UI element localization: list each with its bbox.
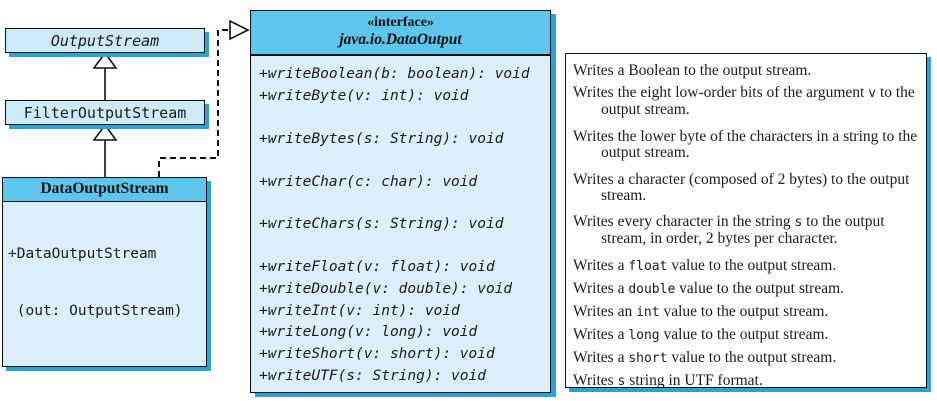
- constructor-list: +DataOutputStream (out: OutputStream): [3, 202, 206, 366]
- interface-method: +writeLong(v: long): void: [259, 324, 478, 340]
- code-token: v: [868, 86, 877, 101]
- code-token: short: [628, 351, 668, 366]
- description-item: Writes a short value to the output strea…: [566, 350, 926, 367]
- description-item: Writes a Boolean to the output stream.: [566, 63, 926, 79]
- description-text: value to the output stream.: [667, 257, 837, 274]
- description-text: value to the output stream.: [659, 326, 829, 343]
- description-text: value to the output stream.: [667, 349, 837, 366]
- description-text: Writes a Boolean to the output stream.: [573, 62, 812, 79]
- interface-method: +writeBytes(s: String): void: [259, 131, 504, 147]
- interface-method: +writeShort(v: short): void: [259, 346, 495, 362]
- interface-stereotype: «interface»: [367, 15, 434, 30]
- description-item: Writes a float value to the output strea…: [566, 258, 926, 275]
- description-item: Writes every character in the string s t…: [566, 214, 926, 247]
- description-text: Writes: [573, 372, 618, 388]
- description-text: Writes a: [573, 326, 629, 343]
- class-name-label: OutputStream: [50, 31, 160, 50]
- interface-method: +writeByte(v: int): void: [259, 88, 469, 104]
- code-token: s: [617, 374, 626, 388]
- code-token: long: [628, 328, 660, 343]
- description-item: Writes a character (composed of 2 bytes)…: [566, 172, 926, 204]
- description-item: Writes the lower byte of the characters …: [566, 129, 926, 161]
- description-text: Writes an: [573, 303, 637, 320]
- generalization-arrow-icon: [92, 123, 118, 141]
- interface-method: +writeChars(s: String): void: [259, 216, 504, 232]
- class-name-header: DataOutputStream: [3, 178, 206, 202]
- class-box-filteroutputstream: FilterOutputStream: [5, 100, 205, 125]
- description-text: Writes the lower byte of the characters …: [573, 128, 918, 161]
- description-item: Writes s string in UTF format.: [566, 373, 926, 388]
- interface-method: +writeFloat(v: float): void: [259, 259, 495, 275]
- description-text: Writes a: [573, 349, 629, 366]
- class-name-label: FilterOutputStream: [23, 103, 187, 122]
- description-item: Writes a double value to the output stre…: [566, 281, 926, 298]
- class-box-dataoutputstream: DataOutputStream +DataOutputStream (out:…: [2, 177, 207, 367]
- description-text: string in UTF format.: [625, 372, 763, 388]
- interface-method: +writeChar(c: char): void: [259, 174, 478, 190]
- interface-box: «interface» java.io.DataOutput +writeBoo…: [250, 10, 551, 393]
- description-text: value to the output stream.: [675, 280, 845, 297]
- interface-method: +writeDouble(v: double): void: [259, 281, 513, 297]
- code-token: double: [628, 282, 676, 297]
- description-text: Writes a character (composed of 2 bytes)…: [573, 171, 910, 204]
- interface-header: «interface» java.io.DataOutput: [251, 11, 550, 56]
- interface-method: +writeBoolean(b: boolean): void: [259, 66, 530, 82]
- description-text: to the output stream, in order, 2 bytes …: [601, 213, 885, 247]
- interface-method-list: +writeBoolean(b: boolean): void +writeByt…: [251, 56, 550, 392]
- description-item: Writes the eight low-order bits of the a…: [566, 85, 926, 118]
- description-item: Writes an int value to the output stream…: [566, 304, 926, 321]
- constructor-line: (out: OutputStream): [8, 303, 183, 319]
- description-item: Writes a long value to the output stream…: [566, 327, 926, 344]
- code-token: s: [794, 215, 803, 230]
- interface-name: java.io.DataOutput: [339, 31, 462, 48]
- interface-method: +writeInt(v: int): void: [259, 303, 460, 319]
- description-text: Writes the eight low-order bits of the a…: [573, 84, 869, 101]
- code-token: float: [628, 259, 668, 274]
- constructor-line: +DataOutputStream: [8, 246, 157, 262]
- description-text: to the output stream.: [601, 84, 915, 118]
- interface-method: +writeUTF(s: String): void: [259, 368, 486, 384]
- description-text: Writes a: [573, 257, 629, 274]
- description-text: Writes a: [573, 280, 629, 297]
- realization-arrow-icon: [229, 19, 250, 41]
- description-text: value to the output stream.: [659, 303, 829, 320]
- description-text: Writes every character in the string: [573, 213, 795, 230]
- description-panel: Writes a Boolean to the output stream. Wr…: [565, 53, 927, 388]
- generalization-arrow-icon: [92, 51, 118, 69]
- code-token: int: [636, 305, 660, 320]
- class-box-outputstream: OutputStream: [5, 28, 205, 53]
